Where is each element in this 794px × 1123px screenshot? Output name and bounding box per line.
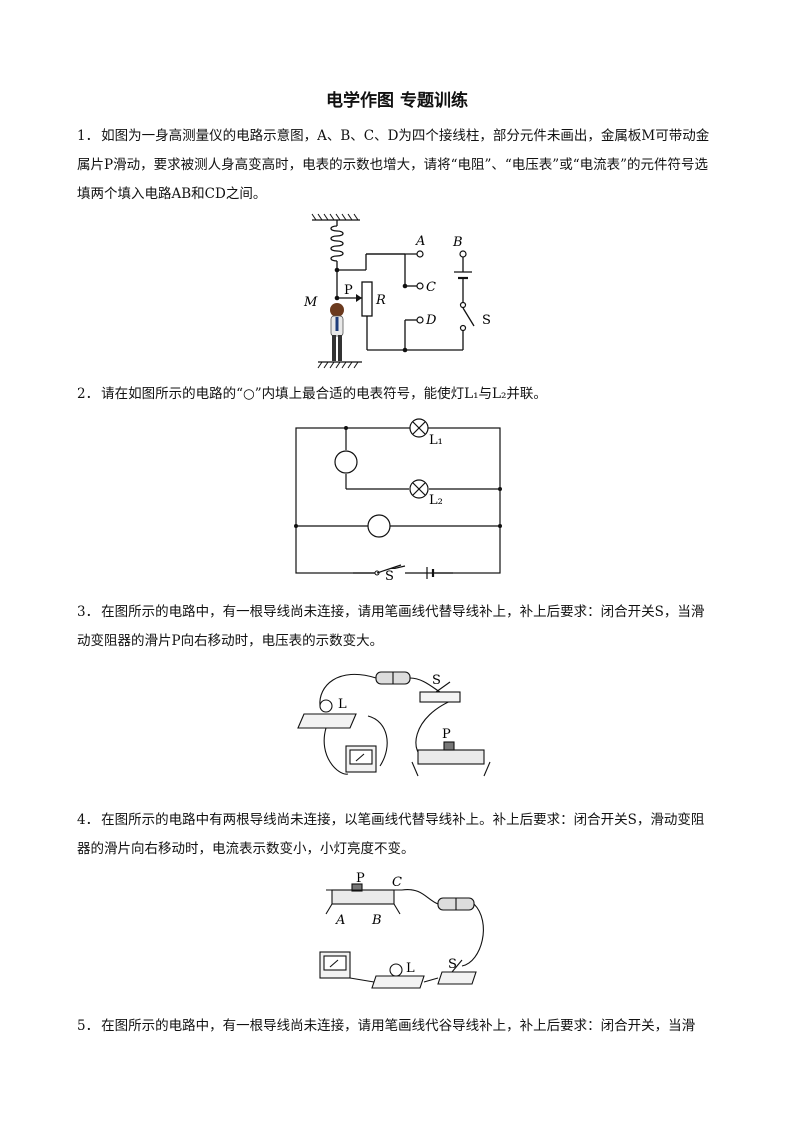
person-figure	[330, 303, 344, 361]
question-4: 4．在图所示的电路中有两根导线尚未连接，以笔画线代替导线补上。补上后要求：闭合开…	[77, 806, 717, 864]
terminal-c-label: C	[426, 280, 436, 295]
slider-p-label: P	[442, 727, 451, 742]
terminal-b-label: B	[452, 235, 463, 250]
terminal-b-label: B	[371, 913, 382, 928]
question-number: 4．	[77, 812, 100, 828]
figure-2-parallel-lamps-circuit: L₁ L₂ S	[294, 418, 502, 584]
question-5: 5．在图所示的电路中，有一根导线尚未连接，请用笔画线代谷导线补上，补上后要求：闭…	[77, 1012, 717, 1041]
lamp-l-label: L	[338, 697, 347, 712]
switch-s-label: S	[482, 313, 491, 328]
lamp-l-label: L	[406, 961, 415, 976]
terminal-c-label: C	[392, 875, 402, 890]
terminal-d-label: D	[425, 313, 437, 328]
question-number: 5．	[77, 1018, 100, 1034]
question-2: 2．请在如图所示的电路的“○”内填上最合适的电表符号，能使灯L₁与L₂并联。	[77, 380, 717, 409]
slider-p-label: P	[344, 283, 353, 298]
lamp-l2-label: L₂	[429, 493, 443, 508]
page-title: 电学作图 专题训练	[326, 91, 468, 111]
question-text: 在图所示的电路中有两根导线尚未连接，以笔画线代替导线补上。补上后要求：闭合开关S…	[77, 812, 705, 857]
plate-m-label: M	[303, 295, 318, 310]
question-number: 3．	[77, 604, 100, 620]
switch-s-label: S	[385, 569, 394, 584]
switch-s-label: S	[448, 957, 457, 972]
question-text: 如图为一身高测量仪的电路示意图，A、B、C、D为四个接线柱，部分元件未画出，金属…	[77, 128, 710, 202]
terminal-a-label: A	[415, 234, 425, 249]
figure-3-physical-circuit: S L P	[297, 671, 491, 777]
question-number: 2．	[77, 386, 100, 402]
question-number: 1．	[77, 128, 100, 144]
terminal-a-label: A	[335, 913, 345, 928]
figure-1-height-meter-circuit: A B C D M P R S	[303, 213, 491, 369]
question-1: 1．如图为一身高测量仪的电路示意图，A、B、C、D为四个接线柱，部分元件未画出，…	[77, 122, 717, 209]
question-text: 请在如图所示的电路的“○”内填上最合适的电表符号，能使灯L₁与L₂并联。	[101, 386, 547, 402]
figure-4-physical-circuit: P C A B L S	[319, 871, 484, 989]
slider-p-label: P	[356, 871, 365, 886]
question-text: 在图所示的电路中，有一根导线尚未连接，请用笔画线代谷导线补上，补上后要求：闭合开…	[101, 1018, 696, 1034]
question-text: 在图所示的电路中，有一根导线尚未连接，请用笔画线代替导线补上，补上后要求：闭合开…	[77, 604, 705, 649]
lamp-l1-label: L₁	[429, 433, 443, 448]
question-3: 3．在图所示的电路中，有一根导线尚未连接，请用笔画线代替导线补上，补上后要求：闭…	[77, 598, 717, 656]
switch-s-label: S	[432, 673, 441, 688]
resistor-r-label: R	[375, 293, 386, 308]
